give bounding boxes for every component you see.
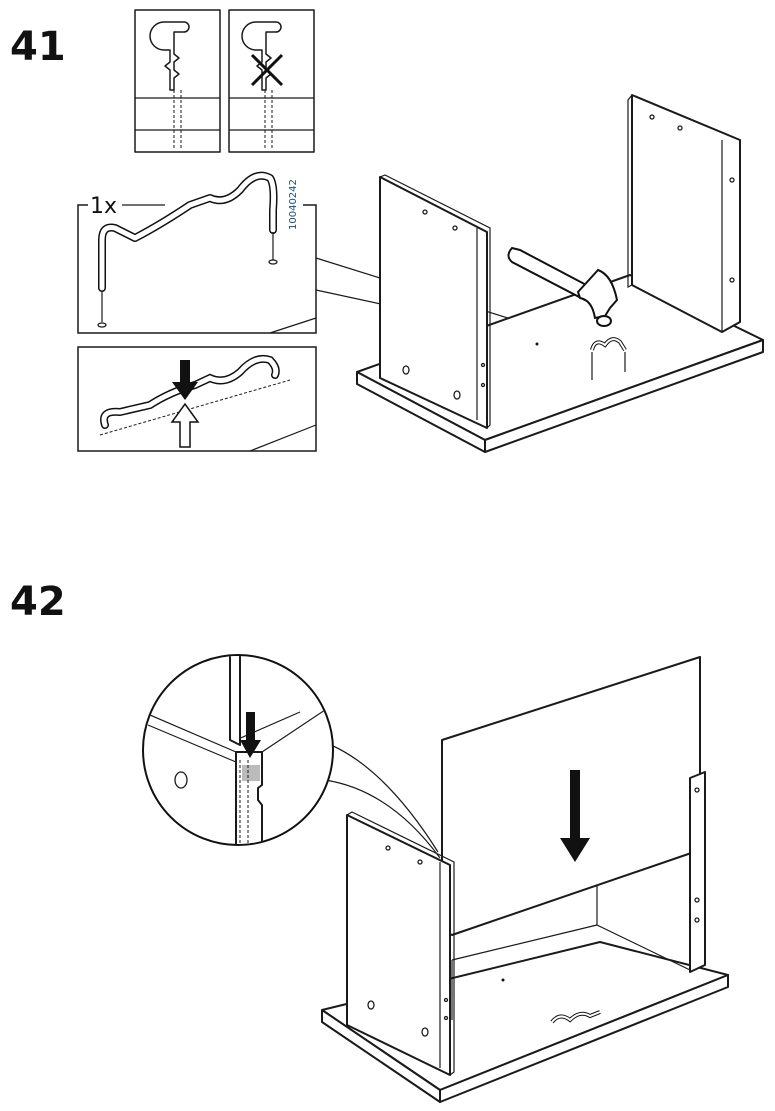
quantity-label: 1x: [90, 194, 117, 219]
hammer-icon: [507, 246, 619, 327]
arrow-up-icon: [170, 402, 200, 448]
detail-magnifier-icon: [142, 654, 441, 859]
correct-insertion-icon: [134, 9, 221, 153]
wire-handle-icon: [550, 1010, 601, 1024]
part-detail-box: 1x 10040242: [77, 171, 317, 334]
arrow-down-icon: [240, 712, 261, 758]
arrow-down-icon: [172, 360, 198, 400]
step-number-42: 42: [10, 579, 66, 625]
arrow-down-icon: [560, 770, 590, 862]
wire-handle-icon: [590, 337, 627, 380]
cabinet-assembly-41: [356, 94, 764, 453]
wrong-insertion-icon: [228, 9, 315, 153]
wire-handle-icon: [97, 171, 278, 328]
hammer-direction-detail: [77, 346, 317, 452]
step-number-41: 41: [10, 24, 66, 70]
part-number: 10040242: [288, 179, 299, 230]
cabinet-assembly-42: [321, 656, 729, 1103]
